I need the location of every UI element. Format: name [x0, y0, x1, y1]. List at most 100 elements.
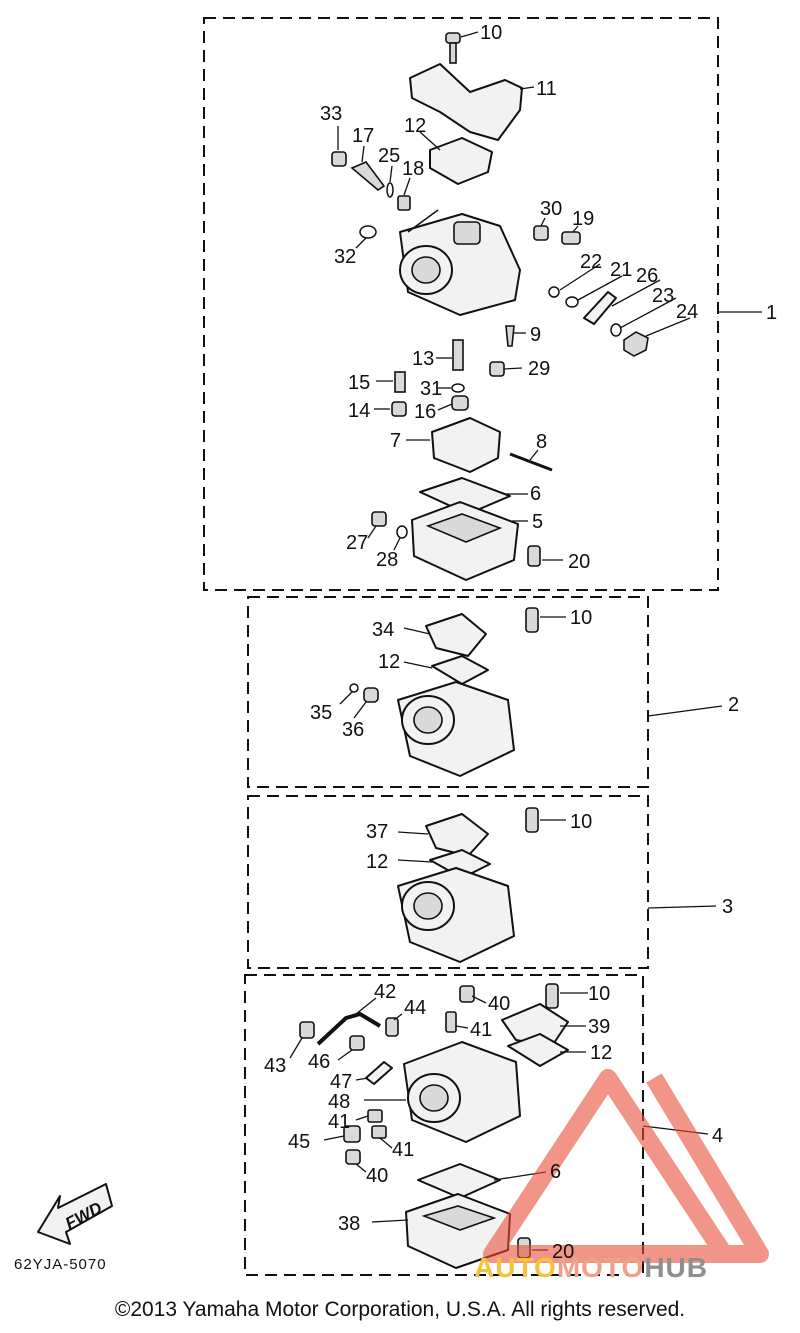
part-screw-40 — [345, 1149, 361, 1165]
callout-number-20: 20 — [568, 551, 590, 573]
part-cover-37 — [425, 813, 489, 857]
callout-number-9: 9 — [530, 324, 541, 346]
watermark-text: AUTOMOTOHUB — [474, 1252, 708, 1284]
carburetor-body-2 — [397, 681, 515, 777]
part-screw-40 — [459, 985, 475, 1003]
part-cover-39 — [501, 1003, 569, 1047]
part-screw-10 — [525, 807, 539, 833]
part-screw-10 — [525, 607, 539, 633]
part-spring-41 — [371, 1125, 387, 1139]
part-16 — [451, 395, 469, 411]
callout-number-42: 42 — [374, 981, 396, 1003]
part-33 — [331, 151, 347, 167]
callout-number-41: 41 — [392, 1139, 414, 1161]
part-pin-8 — [509, 452, 553, 472]
callout-number-18: 18 — [402, 158, 424, 180]
callout-number-12: 12 — [378, 651, 400, 673]
part-screw-17 — [350, 161, 386, 191]
callout-number-5: 5 — [532, 511, 543, 533]
part-float-bowl-38 — [405, 1193, 511, 1269]
callout-number-10: 10 — [588, 983, 610, 1005]
callout-number-12: 12 — [366, 851, 388, 873]
part-rod-42 — [316, 1011, 382, 1046]
assembly-box-1 — [203, 17, 719, 591]
part-spring-18 — [397, 195, 411, 211]
part-21 — [565, 296, 579, 308]
part-screw-10 — [445, 32, 461, 64]
callout-number-38: 38 — [338, 1213, 360, 1235]
part-36 — [363, 687, 379, 703]
callout-number-12: 12 — [590, 1042, 612, 1064]
part-ring-28 — [396, 525, 408, 539]
callout-number-27: 27 — [346, 532, 368, 554]
callout-number-14: 14 — [348, 400, 370, 422]
callout-number-20: 20 — [552, 1241, 574, 1263]
callout-number-10: 10 — [570, 607, 592, 629]
part-ring-31 — [451, 383, 465, 393]
part-46 — [349, 1035, 365, 1051]
callout-number-26: 26 — [636, 265, 658, 287]
callout-number-15: 15 — [348, 372, 370, 394]
callout-number-39: 39 — [588, 1016, 610, 1038]
watermark-logo — [483, 1069, 769, 1263]
callout-number-13: 13 — [412, 348, 434, 370]
callout-number-8: 8 — [536, 431, 547, 453]
callout-number-37: 37 — [366, 821, 388, 843]
callout-number-32: 32 — [334, 246, 356, 268]
callout-number-31: 31 — [420, 378, 442, 400]
callout-number-43: 43 — [264, 1055, 286, 1077]
part-gasket-12 — [431, 655, 489, 685]
part-30 — [533, 225, 549, 241]
part-43 — [299, 1021, 315, 1039]
callout-number-22: 22 — [580, 251, 602, 273]
copyright-notice: ©2013 Yamaha Motor Corporation, U.S.A. A… — [114, 1298, 686, 1321]
part-spring-41 — [445, 1011, 457, 1033]
part-screw-45 — [343, 1125, 361, 1143]
callout-number-11: 11 — [536, 78, 557, 100]
part-44 — [385, 1017, 399, 1037]
diagram-code: 62YJA-5070 — [14, 1256, 107, 1273]
callout-number-35: 35 — [310, 702, 332, 724]
part-cover-11 — [409, 63, 523, 141]
callout-number-48: 48 — [328, 1091, 350, 1113]
part-23 — [610, 323, 622, 337]
callout-number-10: 10 — [480, 22, 502, 44]
part-ring-32 — [359, 225, 377, 239]
callout-number-7: 7 — [390, 430, 401, 452]
part-14 — [391, 401, 407, 417]
part-gasket-12 — [507, 1033, 569, 1067]
callout-number-41: 41 — [328, 1111, 350, 1133]
callout-number-6: 6 — [530, 483, 541, 505]
callout-number-12: 12 — [404, 115, 426, 137]
part-gasket-12 — [429, 137, 493, 185]
part-jet-13 — [452, 339, 464, 371]
callout-number-34: 34 — [372, 619, 394, 641]
part-35 — [349, 683, 359, 693]
callout-number-24: 24 — [676, 301, 698, 323]
callout-number-25: 25 — [378, 145, 400, 167]
callout-number-21: 21 — [610, 259, 632, 281]
part-lever-26 — [583, 291, 617, 325]
part-27 — [371, 511, 387, 527]
part-needle-9 — [505, 325, 515, 347]
part-float-bowl-5 — [411, 501, 519, 581]
group-number-1: 1 — [766, 302, 777, 324]
part-nut-24 — [623, 331, 649, 357]
callout-number-30: 30 — [540, 198, 562, 220]
part-ring-25 — [386, 182, 394, 198]
group-number-3: 3 — [722, 896, 733, 918]
assembly-box-2 — [247, 596, 649, 788]
part-47 — [365, 1061, 393, 1085]
assembly-box-4 — [244, 974, 644, 1276]
carburetor-body-3 — [397, 867, 515, 963]
watermark-part1: AUTO — [474, 1252, 557, 1283]
callout-number-47: 47 — [330, 1071, 352, 1093]
carburetor-body-1 — [399, 209, 521, 316]
callout-number-40: 40 — [366, 1165, 388, 1187]
assembly-box-3 — [247, 795, 649, 969]
watermark-part3: HUB — [644, 1252, 708, 1283]
callout-number-28: 28 — [376, 549, 398, 571]
callout-number-36: 36 — [342, 719, 364, 741]
